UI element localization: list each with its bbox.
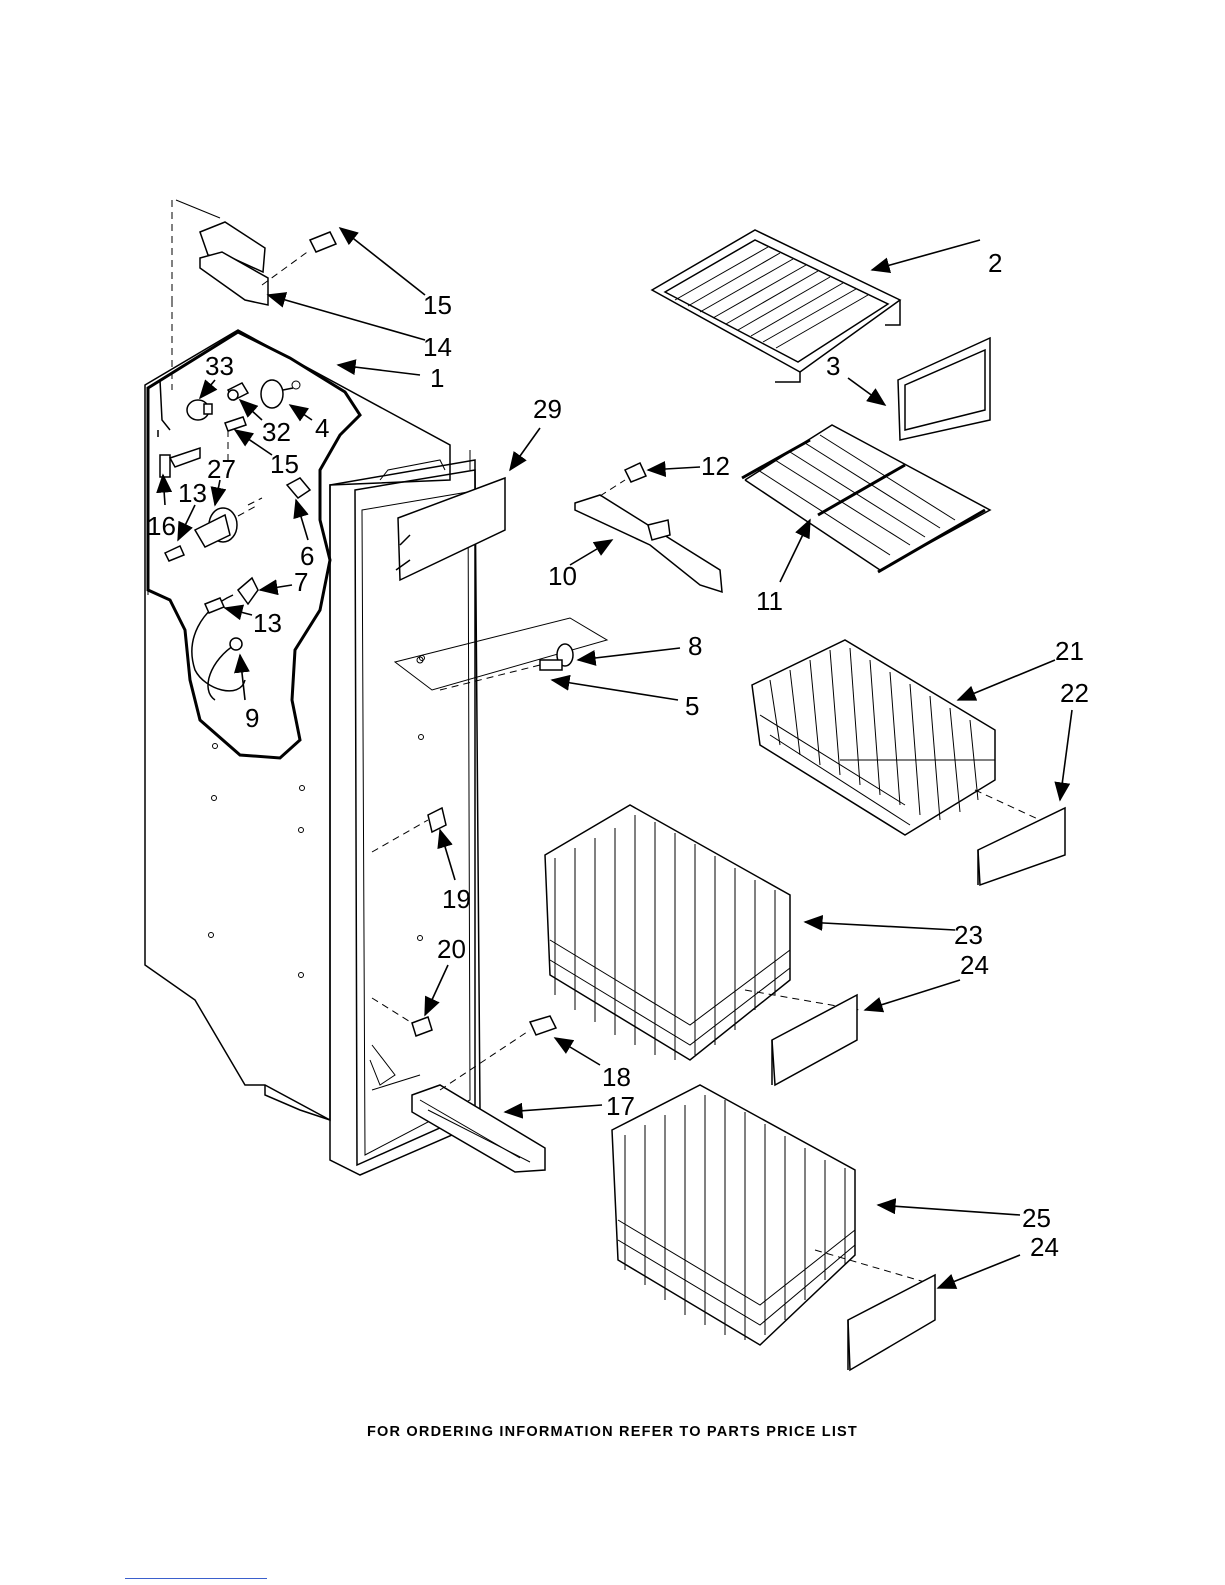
callout-13-upper: 13 bbox=[178, 478, 207, 508]
callout-14: 14 bbox=[423, 332, 452, 362]
basket-top bbox=[752, 640, 1040, 835]
callout-10: 10 bbox=[548, 561, 577, 591]
callout-8: 8 bbox=[688, 631, 702, 661]
callout-2: 2 bbox=[988, 248, 1002, 278]
callout-16: 16 bbox=[147, 511, 176, 541]
callout-23: 23 bbox=[954, 920, 983, 950]
callout-21: 21 bbox=[1055, 636, 1084, 666]
callout-33: 33 bbox=[205, 351, 234, 381]
callout-19: 19 bbox=[442, 884, 471, 914]
callout-12: 12 bbox=[701, 451, 730, 481]
top-shelf bbox=[652, 230, 900, 382]
callout-1: 1 bbox=[430, 363, 444, 393]
callout-24-lower: 24 bbox=[1030, 1232, 1059, 1262]
wire-shelf bbox=[742, 425, 990, 572]
callout-29: 29 bbox=[533, 394, 562, 424]
air-duct-cover bbox=[396, 478, 505, 580]
bottom-link-rule bbox=[125, 1578, 267, 1579]
basket-front-24-lower bbox=[848, 1275, 935, 1370]
sensor-bracket bbox=[372, 808, 446, 1036]
basket-front-24-upper bbox=[772, 995, 857, 1085]
basket-front-22 bbox=[978, 808, 1065, 885]
callout-3: 3 bbox=[826, 351, 840, 381]
callout-24-upper: 24 bbox=[960, 950, 989, 980]
callout-20: 20 bbox=[437, 934, 466, 964]
upper-bracket bbox=[176, 200, 336, 305]
callout-18: 18 bbox=[602, 1062, 631, 1092]
callout-22: 22 bbox=[1060, 678, 1089, 708]
callout-13-lower: 13 bbox=[253, 608, 282, 638]
shelf-support-bracket bbox=[575, 463, 722, 592]
callout-32: 32 bbox=[262, 417, 291, 447]
callout-17: 17 bbox=[606, 1091, 635, 1121]
damper-knob-assembly bbox=[395, 618, 607, 690]
callout-7: 7 bbox=[294, 567, 308, 597]
callout-9: 9 bbox=[245, 703, 259, 733]
callout-15-lower: 15 bbox=[270, 449, 299, 479]
shelf-front-trim bbox=[898, 338, 990, 440]
callout-27: 27 bbox=[207, 454, 236, 484]
callout-25: 25 bbox=[1022, 1203, 1051, 1233]
callout-15-upper: 15 bbox=[423, 290, 452, 320]
ordering-info-note: FOR ORDERING INFORMATION REFER TO PARTS … bbox=[0, 1424, 1225, 1440]
callout-4: 4 bbox=[315, 413, 329, 443]
callout-5: 5 bbox=[685, 691, 699, 721]
lower-grille bbox=[412, 1016, 556, 1172]
callout-11: 11 bbox=[756, 586, 783, 616]
